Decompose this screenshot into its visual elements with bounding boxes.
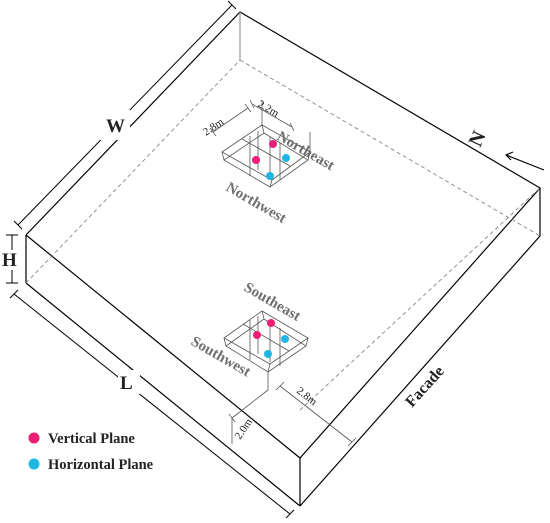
box-top-edges	[25, 11, 541, 459]
hidden-edge-back-right	[239, 59, 541, 237]
north-vertical-plane-dot-2	[252, 156, 260, 164]
legend-horizontal-plane-dot	[28, 458, 40, 470]
north-dim-lines	[209, 99, 295, 137]
length-label: L	[120, 373, 133, 394]
height-label: H	[2, 250, 17, 271]
south-vertical-plane-dot-1	[267, 319, 275, 327]
south-dim-a: 2.0m	[233, 416, 256, 442]
hidden-edge-back-left	[25, 59, 241, 284]
zone-northwest: Northwest	[223, 180, 289, 227]
north-arrow-icon	[504, 151, 545, 171]
north-dim-a: 2.8m	[201, 116, 227, 139]
legend-horizontal-plane-label: Horizontal Plane	[48, 457, 154, 473]
facade-label: Facade	[402, 363, 447, 411]
north-vertical-plane-dot-1	[269, 140, 277, 148]
north-horizontal-plane-dot-2	[266, 172, 274, 180]
legend-vertical-plane-dot	[28, 432, 40, 444]
north-dim-b: 2.2m	[256, 98, 282, 120]
north-horizontal-plane-dot-1	[282, 154, 290, 162]
legend-vertical-plane-label: Vertical Plane	[48, 431, 135, 447]
south-horizontal-plane-dot-2	[264, 350, 272, 358]
south-dim-lines	[228, 381, 357, 447]
box-bottom-left-edge	[25, 282, 301, 507]
zone-southeast: Southeast	[241, 280, 303, 325]
south-sensor-rack	[223, 310, 309, 390]
south-vertical-plane-dot-2	[253, 331, 261, 339]
south-horizontal-plane-dot-1	[281, 335, 289, 343]
l-dim-line	[13, 293, 291, 515]
zone-northeast: Northeast	[274, 129, 337, 175]
hidden-edge-front	[299, 187, 541, 411]
width-label: W	[106, 116, 125, 137]
north-sensor-rack	[221, 100, 311, 188]
box-bottom-right-edge	[299, 235, 541, 507]
south-dim-b: 2.8m	[294, 385, 319, 408]
legend: Vertical Plane Horizontal Plane	[28, 431, 154, 473]
